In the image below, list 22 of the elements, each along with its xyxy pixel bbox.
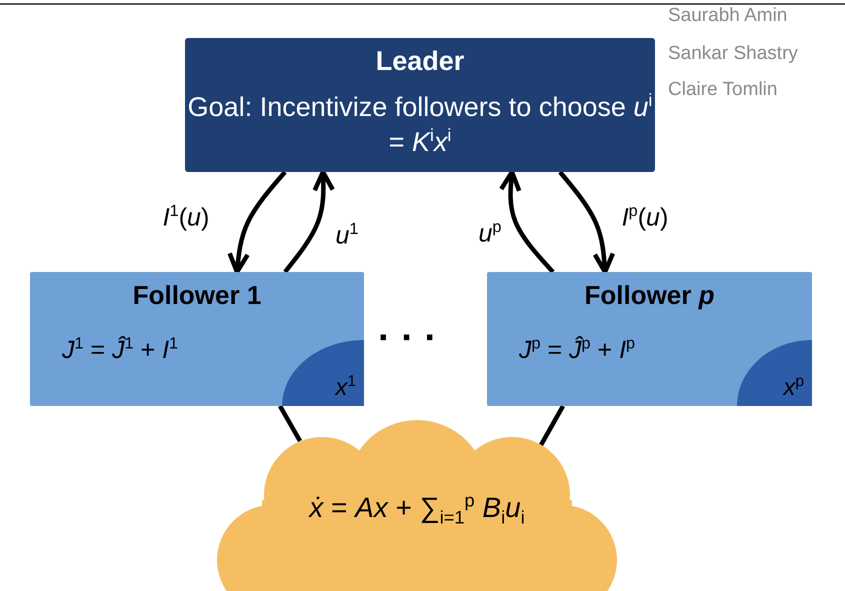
arrow — [227, 170, 287, 274]
state-label: x$^{1}$ — [335, 374, 356, 402]
arrow — [558, 170, 616, 274]
leader-title: Leader — [374, 45, 466, 78]
follower-box — [30, 272, 364, 406]
connector-line — [278, 404, 302, 442]
dynamics-equation: ẋ = Ax + ∑$_{i=1}$$^{p}$ B$_{i}$u$_{i}$ — [307, 492, 526, 524]
cost-equation: J$^{1}$ = Ĵ$^{1}$ + I$^{1}$ — [62, 336, 178, 365]
connector-line — [539, 404, 565, 446]
arrow — [283, 170, 335, 274]
follower-title: Follower p — [583, 280, 716, 311]
author-name: Saurabh Amin — [668, 6, 788, 27]
cost-equation: J$^{p}$ = Ĵ$^{p}$ + I$^{p}$ — [519, 336, 636, 365]
follower-box — [487, 272, 812, 406]
author-name: Sankar Shastry — [668, 44, 798, 65]
goal-text: Goal: Incentivize followers to choose u$^{i}$ = K$^{i}$x$^{i}$ — [186, 90, 654, 159]
state-label: x$^{p}$ — [783, 374, 804, 402]
author-name: Claire Tomlin — [668, 80, 778, 101]
arrow — [499, 170, 555, 274]
leader-box — [185, 38, 655, 172]
ellipsis-dots: · · · — [378, 318, 438, 360]
follower-title: Follower 1 — [132, 280, 262, 311]
